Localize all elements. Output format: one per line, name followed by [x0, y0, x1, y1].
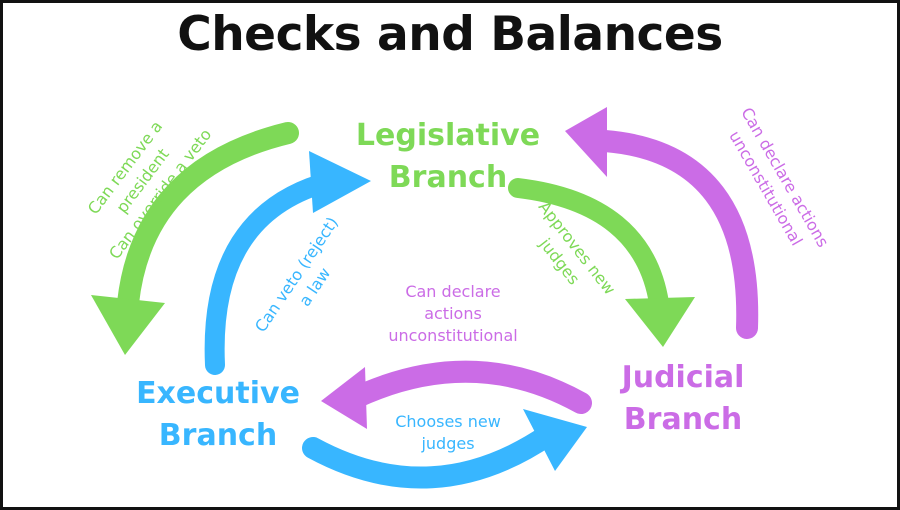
executive-label-line2: Branch [158, 418, 278, 453]
arrowhead-legislative-to-executive [91, 295, 165, 355]
executive-branch-label: Executive Branch [118, 373, 318, 457]
page-title: Checks and Balances [177, 7, 723, 62]
check-exec-jud-line2: judges [421, 434, 475, 453]
arrows-layer [91, 107, 759, 489]
arrow-legislative-to-executive [117, 122, 299, 314]
arrow-judicial-to-executive [344, 360, 592, 414]
arrowhead-legislative-to-judicial [625, 297, 695, 347]
arrow-legislative-to-judicial [508, 178, 669, 313]
arrow-executive-to-judicial [302, 424, 559, 489]
check-jud-exec-line3: unconstitutional [388, 326, 518, 345]
legislative-label-line2: Branch [388, 160, 508, 195]
arrowhead-judicial-to-legislative [565, 107, 607, 177]
arrowhead-executive-to-judicial [523, 409, 587, 471]
arrow-executive-to-legislative [204, 171, 341, 375]
check-jud-exec-line2: actions [424, 304, 482, 323]
judicial-label-line1: Judicial [621, 360, 745, 395]
check-jud-exec-line1: Can declare [405, 282, 501, 301]
check-executive-on-judicial: Chooses new judges [378, 411, 518, 455]
arrowhead-executive-to-legislative [309, 151, 371, 213]
check-exec-jud-line1: Chooses new [395, 412, 501, 431]
executive-label-line1: Executive [136, 376, 300, 411]
arrow-judicial-to-legislative [594, 130, 759, 339]
judicial-branch-label: Judicial Branch [593, 357, 773, 441]
legislative-branch-label: Legislative Branch [343, 115, 553, 199]
judicial-label-line2: Branch [623, 402, 743, 437]
legislative-label-line1: Legislative [355, 118, 541, 153]
check-judicial-on-executive: Can declare actions unconstitutional [368, 281, 538, 347]
arrowhead-judicial-to-executive [321, 367, 367, 429]
